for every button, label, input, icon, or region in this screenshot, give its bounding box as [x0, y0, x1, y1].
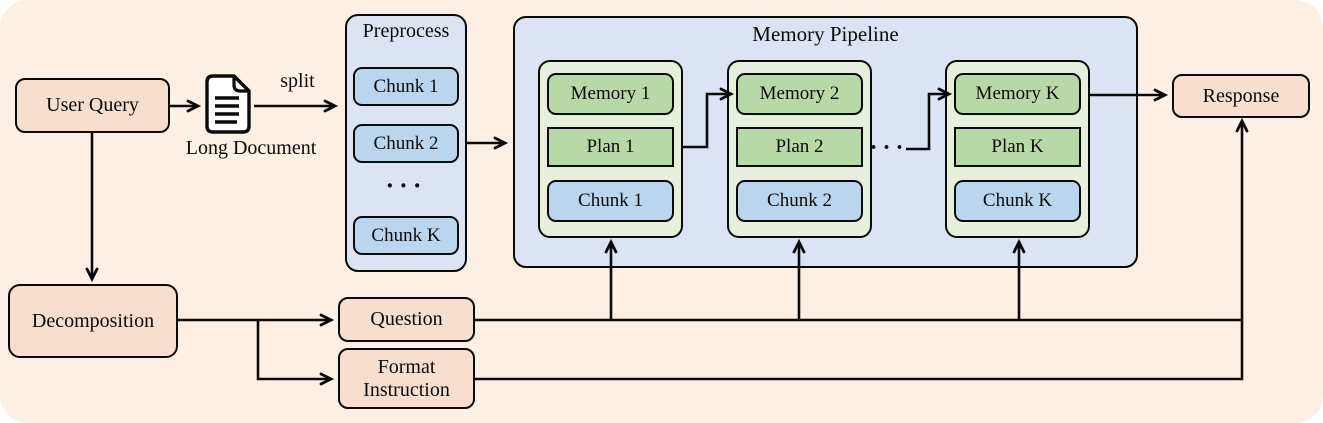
- memory-1-label: Memory 1: [570, 83, 651, 105]
- pipeline-chunk-1-node: Chunk 1: [547, 180, 674, 222]
- format-instruction-line1: Format: [377, 355, 436, 378]
- plan-2-node: Plan 2: [736, 127, 863, 167]
- user-query-label: User Query: [46, 94, 139, 116]
- memory-pipeline-title: Memory Pipeline: [752, 22, 899, 46]
- arrow-format-question-to-response: [475, 117, 1249, 381]
- plan-1-node: Plan 1: [547, 127, 674, 167]
- memory-k-node: Memory K: [954, 73, 1081, 115]
- preprocess-chunk-1-label: Chunk 1: [373, 75, 439, 97]
- memory-k-label: Memory K: [975, 83, 1060, 105]
- plan-k-node: Plan K: [954, 127, 1081, 167]
- preprocess-chunk-k: Chunk K: [353, 216, 459, 255]
- preprocess-title: Preprocess: [362, 20, 450, 42]
- long-document-label: Long Document: [185, 137, 317, 159]
- preprocess-ellipsis: ···: [385, 171, 427, 200]
- user-query-node: User Query: [15, 78, 170, 133]
- memory-1-node: Memory 1: [547, 73, 674, 115]
- pipeline-chunk-k-label: Chunk K: [982, 190, 1053, 212]
- pipeline-chunk-2-label: Chunk 2: [767, 190, 832, 212]
- arrow-ellipsis-to-memoryk: [906, 87, 953, 151]
- question-label: Question: [370, 308, 443, 330]
- preprocess-chunk-k-label: Chunk K: [371, 224, 441, 246]
- document-icon: [205, 74, 251, 134]
- response-label: Response: [1202, 84, 1280, 107]
- question-node: Question: [338, 297, 475, 342]
- memory-2-node: Memory 2: [736, 73, 863, 115]
- pipeline-chunk-k-node: Chunk K: [954, 180, 1081, 222]
- format-instruction-node: Format Instruction: [338, 348, 475, 409]
- preprocess-chunk-2-label: Chunk 2: [373, 132, 439, 154]
- format-instruction-line2: Instruction: [363, 378, 450, 401]
- response-node: Response: [1172, 74, 1310, 118]
- preprocess-chunk-1: Chunk 1: [353, 67, 459, 106]
- plan-2-label: Plan 2: [775, 136, 824, 158]
- preprocess-chunk-2: Chunk 2: [353, 124, 459, 163]
- arrow-decomposition-to-format-instruction: [256, 320, 335, 386]
- pipeline-ellipsis: ···: [869, 134, 909, 161]
- arrow-plan1-to-memory2: [683, 87, 735, 149]
- pipeline-chunk-1-label: Chunk 1: [578, 190, 643, 212]
- decomposition-node: Decomposition: [8, 284, 178, 358]
- memory-2-label: Memory 2: [759, 83, 840, 105]
- split-label: split: [280, 70, 315, 92]
- plan-1-label: Plan 1: [586, 136, 635, 158]
- decomposition-label: Decomposition: [31, 309, 155, 332]
- plan-k-label: Plan K: [991, 136, 1044, 158]
- pipeline-chunk-2-node: Chunk 2: [736, 180, 863, 222]
